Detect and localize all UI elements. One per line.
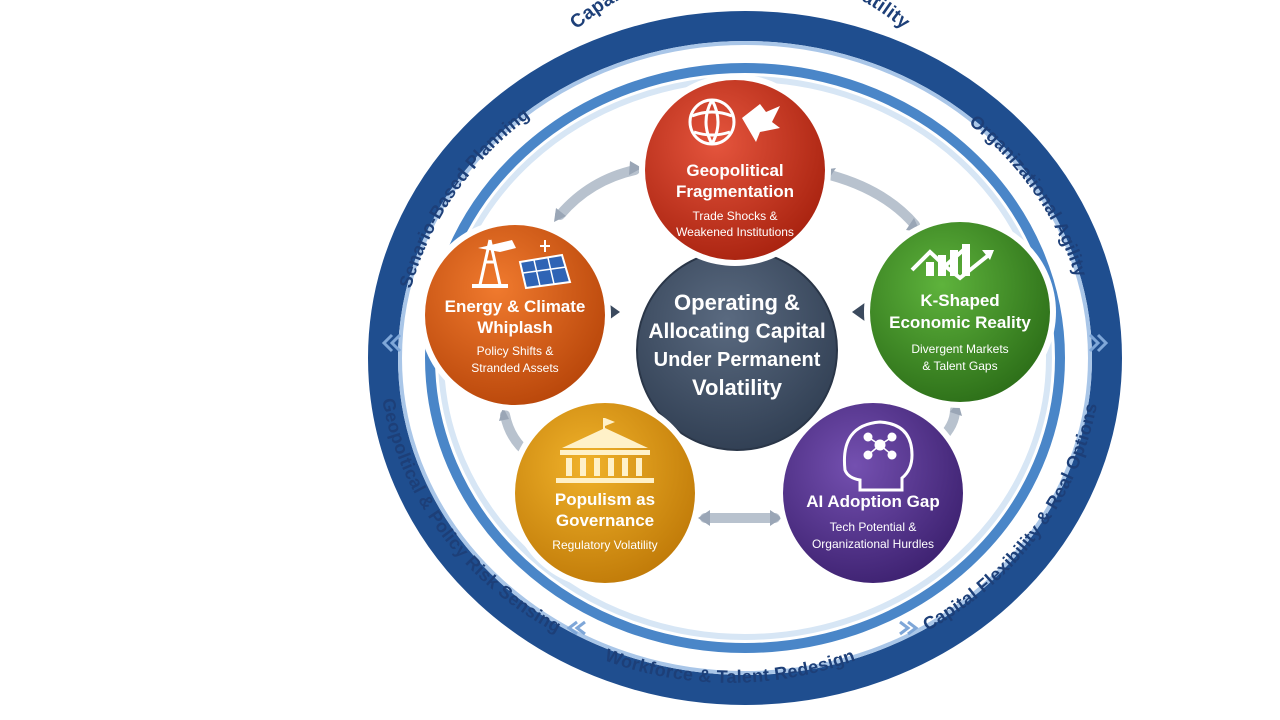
ai-head-icon — [842, 420, 914, 492]
node-energy-sub-2: Stranded Assets — [471, 361, 558, 375]
outer-ring — [368, 11, 1122, 705]
node-k-shaped-title-2: Economic Reality — [889, 313, 1031, 332]
node-k-shaped: K-Shaped Economic Reality Divergent Mark… — [864, 216, 1056, 408]
node-populism-title-1: Populism as — [555, 490, 655, 509]
node-ai-adoption-sub-1: Tech Potential & — [830, 520, 917, 534]
node-energy-title-2: Whiplash — [477, 318, 553, 337]
node-geopolitical-sub-1: Trade Shocks & — [693, 209, 778, 223]
arrowhead-icon — [770, 510, 782, 526]
ring-inner-line — [398, 41, 1092, 675]
center-line-4: Volatility — [692, 375, 783, 400]
node-energy-sub-1: Policy Shifts & — [477, 344, 554, 358]
node-populism-title-2: Governance — [556, 511, 654, 530]
node-energy-title-1: Energy & Climate — [445, 297, 586, 316]
arrowhead-icon — [554, 208, 566, 222]
center-line-2: Allocating Capital — [648, 320, 825, 343]
node-ai-adoption: AI Adoption Gap Tech Potential & Organiz… — [777, 397, 969, 589]
node-geopolitical-title-2: Fragmentation — [676, 182, 794, 201]
chevron-bottom-left-icon — [566, 620, 586, 636]
center-hub: Operating & Allocating Capital Under Per… — [629, 242, 845, 458]
node-k-shaped-sub-2: & Talent Gaps — [922, 359, 997, 373]
node-energy: Energy & Climate Whiplash Policy Shifts … — [419, 219, 611, 411]
chevron-right-icon — [1088, 333, 1109, 353]
arrow-geopolitical-k-shaped — [825, 170, 920, 230]
node-k-shaped-sub-1: Divergent Markets — [911, 342, 1008, 356]
node-geopolitical: Geopolitical Fragmentation Trade Shocks … — [639, 74, 831, 266]
chevron-bottom-right-icon — [899, 620, 919, 636]
arrow-energy-geopolitical — [555, 165, 640, 220]
node-populism-sub-1: Regulatory Volatility — [552, 538, 657, 552]
government-building-icon — [556, 418, 654, 483]
arrowhead-icon — [698, 510, 710, 526]
node-populism: Populism as Governance Regulatory Volati… — [509, 397, 701, 589]
node-k-shaped-title-1: K-Shaped — [920, 291, 999, 310]
ring-chevrons — [381, 333, 1109, 636]
globe-shock-icon — [688, 98, 780, 146]
node-geopolitical-title-1: Geopolitical — [686, 161, 783, 180]
arrowhead-icon — [499, 407, 509, 421]
node-ai-adoption-sub-2: Organizational Hurdles — [812, 537, 934, 551]
node-ai-adoption-title-1: AI Adoption Gap — [806, 492, 939, 511]
arrowhead-icon — [629, 161, 642, 175]
center-line-1: Operating & — [674, 290, 800, 315]
inward-arrow-icon — [852, 302, 866, 322]
node-geopolitical-sub-2: Weakened Institutions — [676, 225, 794, 239]
oil-rig-solar-icon — [472, 239, 572, 290]
center-line-3: Under Permanent — [654, 349, 821, 371]
chevron-left-icon — [381, 333, 402, 353]
divergent-chart-icon — [910, 244, 994, 281]
